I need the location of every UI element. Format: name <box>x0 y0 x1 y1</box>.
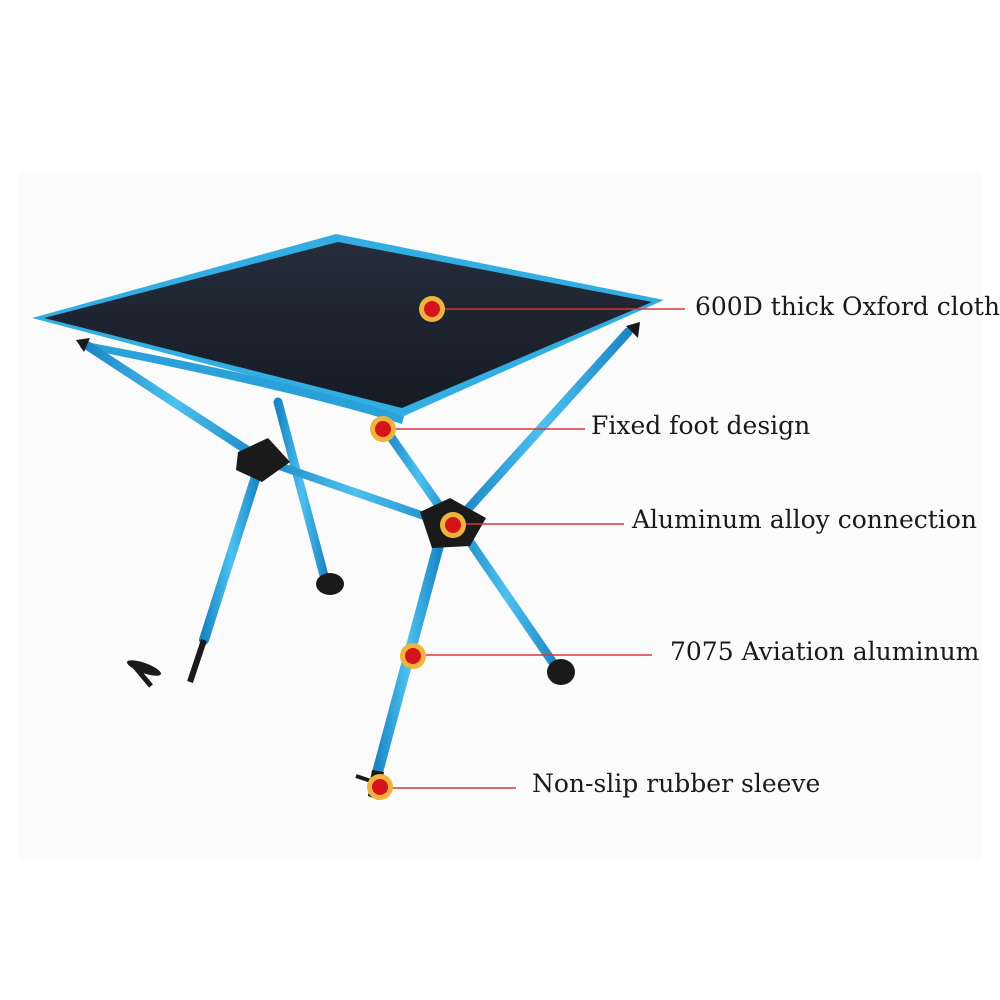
foot-rubber-back-left <box>316 573 344 595</box>
corner-cap-left <box>76 338 90 352</box>
marker-rubber <box>367 774 393 800</box>
marker-aluminum <box>400 643 426 669</box>
tabletop-cloth <box>44 242 652 408</box>
marker-foot <box>370 416 396 442</box>
corner-cap-right <box>626 322 640 338</box>
back-legs <box>273 327 633 675</box>
callout-label-rubber-sleeve: Non-slip rubber sleeve <box>532 769 821 798</box>
callout-label-fixed-foot: Fixed foot design <box>591 411 811 440</box>
tabletop-front-hem <box>80 342 404 424</box>
crossbar <box>258 456 454 529</box>
front-left-leg-upper <box>83 341 267 465</box>
leader-lines <box>386 308 685 789</box>
foot-rubber-back-right <box>547 659 575 685</box>
leg-joints <box>76 322 640 548</box>
callout-markers <box>367 296 466 800</box>
front-left-leg-lower <box>199 465 263 645</box>
left-joint-hub <box>236 438 290 482</box>
foot-stem-left <box>129 660 153 688</box>
tabletop <box>32 234 664 424</box>
foot-spike-left <box>187 639 207 683</box>
back-right-leg-lower <box>450 515 563 675</box>
back-right-leg-upper <box>453 327 633 525</box>
feet <box>126 573 575 800</box>
callout-label-oxford-cloth: 600D thick Oxford cloth <box>695 292 1000 321</box>
callout-label-alloy-connection: Aluminum alloy connection <box>632 505 977 534</box>
callout-label-aviation-aluminum: 7075 Aviation aluminum <box>670 637 980 666</box>
marker-connection <box>440 512 466 538</box>
back-left-leg-lower <box>273 397 331 588</box>
marker-cloth <box>419 296 445 322</box>
